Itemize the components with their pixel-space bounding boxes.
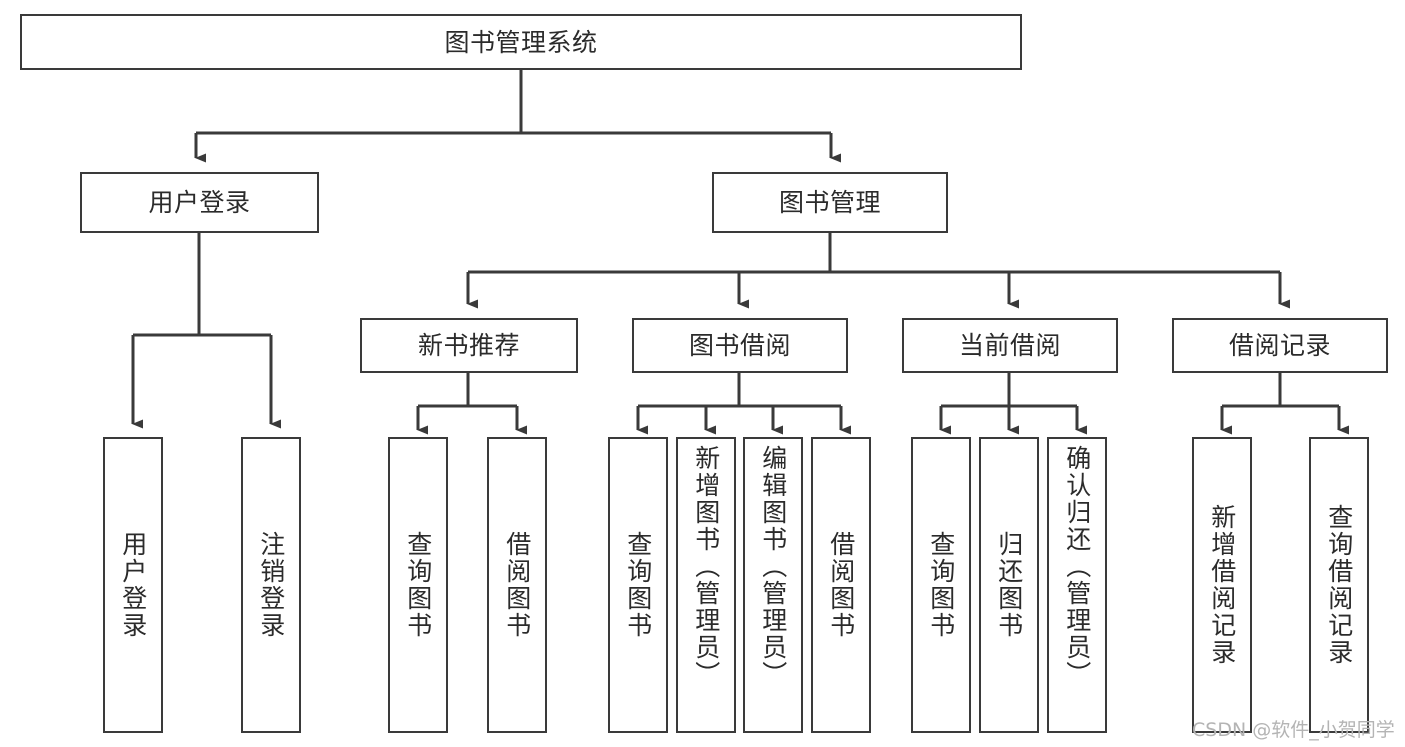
leaf-return-book[interactable]: 归还图书	[979, 437, 1039, 733]
leaf-confirm-return[interactable]: 确认归还（管理员）	[1047, 437, 1107, 733]
leaf-user-logout[interactable]: 注销登录	[241, 437, 301, 733]
node-root[interactable]: 图书管理系统	[20, 14, 1022, 70]
leaf-edit-book[interactable]: 编辑图书（管理员）	[743, 437, 803, 733]
node-root-label: 图书管理系统	[444, 27, 598, 57]
node-book-management-label: 图书管理	[778, 188, 881, 217]
node-new-book-recommend[interactable]: 新书推荐	[360, 318, 578, 373]
leaf-query-book-1[interactable]: 查询图书	[388, 437, 448, 733]
node-book-borrow-label: 图书借阅	[688, 331, 791, 360]
leaf-borrow-book-2-label: 借阅图书	[826, 531, 856, 639]
node-user-login-label: 用户登录	[148, 188, 251, 217]
leaf-borrow-book-1-label: 借阅图书	[502, 531, 532, 639]
leaf-query-book-3-label: 查询图书	[926, 531, 956, 639]
node-current-borrow[interactable]: 当前借阅	[902, 318, 1118, 373]
node-borrow-record[interactable]: 借阅记录	[1172, 318, 1388, 373]
leaf-add-book[interactable]: 新增图书（管理员）	[676, 437, 736, 733]
leaf-return-book-label: 归还图书	[994, 531, 1024, 639]
node-current-borrow-label: 当前借阅	[958, 331, 1061, 360]
node-new-book-recommend-label: 新书推荐	[417, 331, 520, 360]
node-user-login[interactable]: 用户登录	[80, 172, 319, 233]
leaf-query-record-label: 查询借阅记录	[1324, 504, 1354, 666]
node-book-borrow[interactable]: 图书借阅	[632, 318, 848, 373]
leaf-add-record[interactable]: 新增借阅记录	[1192, 437, 1252, 733]
leaf-user-login[interactable]: 用户登录	[103, 437, 163, 733]
leaf-borrow-book-2[interactable]: 借阅图书	[811, 437, 871, 733]
leaf-query-book-2[interactable]: 查询图书	[608, 437, 668, 733]
node-borrow-record-label: 借阅记录	[1228, 331, 1331, 360]
leaf-confirm-return-label: 确认归还（管理员）	[1062, 445, 1092, 688]
leaf-query-book-3[interactable]: 查询图书	[911, 437, 971, 733]
leaf-edit-book-label: 编辑图书（管理员）	[758, 445, 788, 688]
node-book-management[interactable]: 图书管理	[712, 172, 948, 233]
leaf-query-record[interactable]: 查询借阅记录	[1309, 437, 1369, 733]
leaf-borrow-book-1[interactable]: 借阅图书	[487, 437, 547, 733]
leaf-user-logout-label: 注销登录	[256, 531, 286, 639]
leaf-add-book-label: 新增图书（管理员）	[691, 445, 721, 688]
leaf-user-login-label: 用户登录	[118, 531, 148, 639]
csdn-watermark: CSDN @软件_小贺同学	[1192, 719, 1395, 741]
leaf-query-book-2-label: 查询图书	[623, 531, 653, 639]
leaf-query-book-1-label: 查询图书	[403, 531, 433, 639]
leaf-add-record-label: 新增借阅记录	[1207, 504, 1237, 666]
